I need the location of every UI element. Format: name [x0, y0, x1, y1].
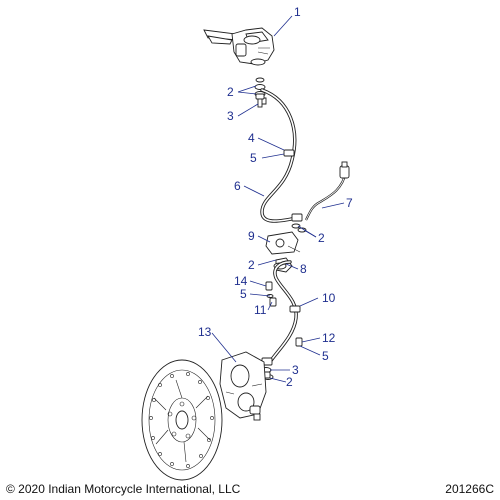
lower-brake-hose	[261, 260, 301, 366]
leader-lines	[211, 15, 345, 383]
callout-2-mid: 2	[318, 231, 325, 245]
callout-6: 6	[234, 179, 241, 193]
callout-2-upper: 2	[227, 85, 234, 99]
callout-5-upper: 5	[250, 151, 257, 165]
mid-junction-washers	[291, 223, 307, 233]
callout-1: 1	[294, 5, 301, 19]
small-fasteners	[265, 281, 277, 307]
callout-11: 11	[254, 303, 267, 317]
callout-13: 13	[198, 325, 212, 339]
callout-8: 8	[300, 262, 307, 276]
brake-disc	[141, 359, 223, 481]
callout-5-lower: 5	[322, 349, 329, 363]
callout-labels: 1 2 3 4 5 6 7 2 9 2 8 14 5 10 11 13 12 5…	[198, 5, 353, 389]
diagram-id: 201266C	[445, 482, 494, 496]
callout-7: 7	[346, 196, 353, 210]
upper-brake-hose	[260, 88, 303, 223]
callout-5-mid: 5	[240, 287, 247, 301]
upper-banjo-bolt	[254, 77, 267, 108]
callout-4: 4	[248, 131, 255, 145]
callout-12: 12	[322, 331, 336, 345]
callout-9: 9	[248, 229, 255, 243]
callout-3-upper: 3	[227, 109, 234, 123]
master-cylinder	[203, 27, 275, 66]
brake-caliper	[219, 351, 267, 421]
junction-block	[265, 231, 301, 273]
callout-14: 14	[234, 274, 248, 288]
callout-10: 10	[322, 291, 336, 305]
callout-2-junction: 2	[248, 258, 255, 272]
abs-sensor-wire	[305, 161, 350, 221]
copyright-text: © 2020 Indian Motorcycle International, …	[6, 482, 241, 496]
callout-2-lower: 2	[286, 375, 293, 389]
callout-3-lower: 3	[292, 363, 299, 377]
